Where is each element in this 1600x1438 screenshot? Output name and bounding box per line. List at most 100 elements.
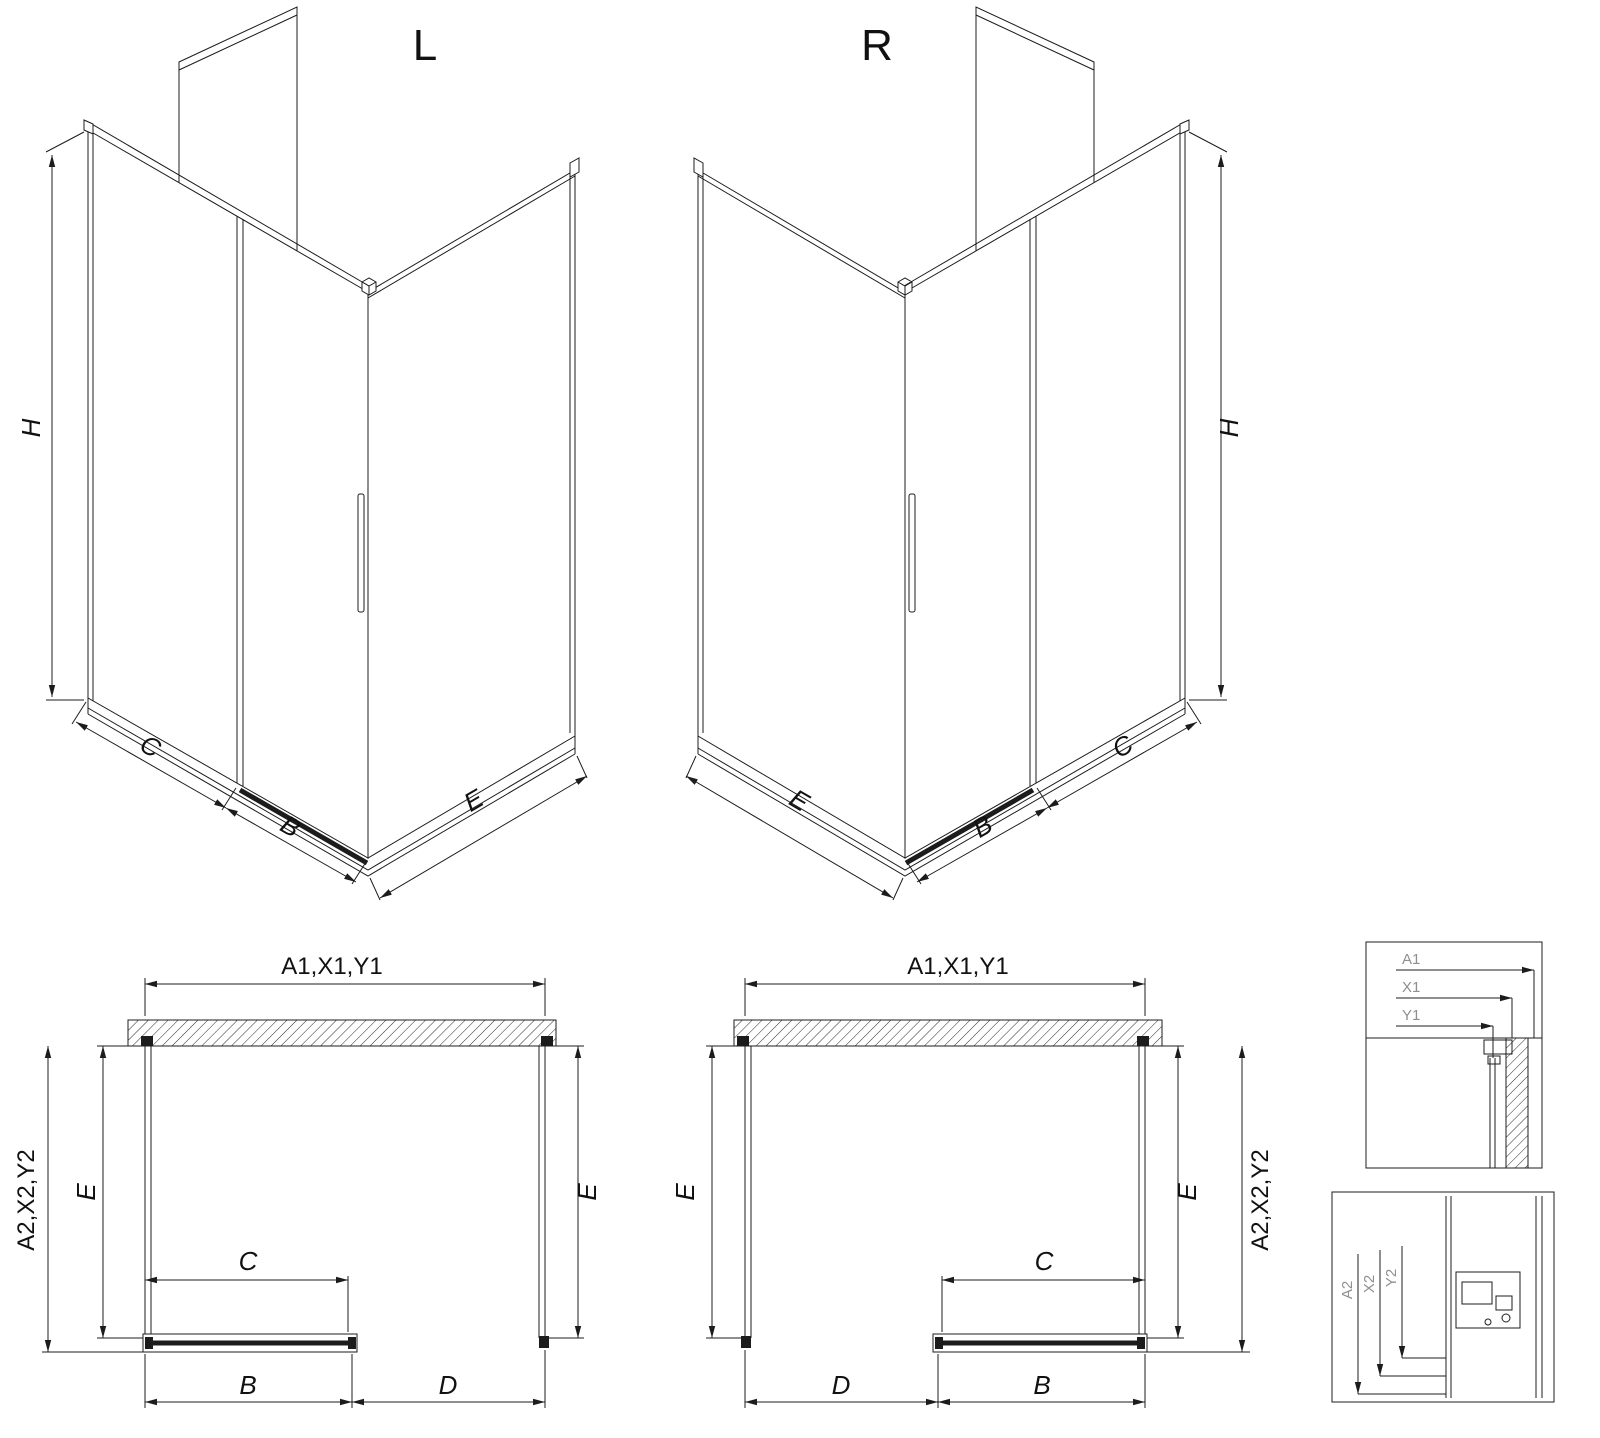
door-end-cap-right xyxy=(1137,1337,1145,1349)
door-end-cap-left xyxy=(935,1337,943,1349)
detail-frame xyxy=(1331,1191,1555,1403)
dim-label-e: E xyxy=(572,1183,602,1201)
top-rail-line xyxy=(89,122,370,287)
dim-e-right-side: E xyxy=(1143,1045,1202,1339)
profile-hardware xyxy=(1483,1039,1513,1055)
right-side-glass xyxy=(538,1046,546,1338)
dim-e-right-side: E xyxy=(547,1045,602,1339)
roller-wheel xyxy=(1501,1313,1511,1323)
detail-view-top: A1 X1 Y1 xyxy=(1365,941,1543,1169)
right-panel-top-bracket xyxy=(569,157,580,178)
glass-section-lines xyxy=(1445,1196,1452,1398)
wall-profile-left xyxy=(737,1036,749,1046)
roller-wheel-small xyxy=(1484,1318,1492,1326)
wall-profile-lines xyxy=(1535,1196,1543,1398)
iso-view-left: H C B E xyxy=(16,6,588,901)
dimension-line xyxy=(75,721,227,809)
door-handle xyxy=(908,493,916,613)
extension-lines xyxy=(369,755,588,901)
extension-lines xyxy=(144,1350,546,1408)
dim-d-b-plan: D B xyxy=(744,1350,1146,1408)
iso-view-right: H E B C xyxy=(685,6,1244,901)
dimension-line xyxy=(685,775,894,899)
dimension-line xyxy=(379,775,588,899)
dim-label-d: D xyxy=(439,1370,458,1400)
detail-label-x2: X2 xyxy=(1361,1275,1378,1293)
dim-height-left: H xyxy=(16,131,85,701)
dim-e-left-side: E xyxy=(670,1045,747,1339)
wall-section-hatched xyxy=(127,1019,557,1047)
variant-title-left: L xyxy=(413,21,437,70)
dim-height-right: H xyxy=(1188,131,1244,701)
back-panel-thickness-line xyxy=(975,14,1095,71)
right-side-glass xyxy=(1138,1046,1146,1338)
dim-y1-detail: Y1 xyxy=(1396,1007,1494,1058)
glass-section-lines xyxy=(1489,1058,1496,1168)
dim-label-b: B xyxy=(1033,1370,1050,1400)
plan-view-left: A1,X1,Y1 E A2,X2,Y2 C B D xyxy=(13,953,602,1408)
left-glass-panel xyxy=(87,129,369,859)
dim-label-h: H xyxy=(1214,418,1244,437)
detail-view-bottom: A2 X2 Y2 xyxy=(1331,1191,1555,1403)
detail-label-y2: Y2 xyxy=(1383,1269,1400,1287)
extension-lines xyxy=(97,1045,143,1339)
left-panel-top-bracket xyxy=(693,157,704,178)
dim-label-a1: A1,X1,Y1 xyxy=(907,953,1008,980)
door-handle xyxy=(357,493,365,613)
dim-c-plan: C xyxy=(941,1246,1145,1332)
door-end-cap-left xyxy=(145,1337,153,1349)
dim-a1-detail: A1 xyxy=(1396,951,1535,1038)
dim-label-c: C xyxy=(1035,1246,1054,1276)
detail-frame xyxy=(1365,941,1543,1169)
back-panel-thickness-line xyxy=(178,14,298,71)
wall-section-hatched xyxy=(1505,1037,1529,1169)
dim-a2-left: A2,X2,Y2 xyxy=(13,1046,143,1353)
dim-label-e: E xyxy=(71,1183,101,1201)
dim-a2-detail: A2 xyxy=(1339,1254,1446,1395)
dim-label-e: E xyxy=(670,1183,700,1201)
right-glass-panel xyxy=(904,129,1186,859)
dim-y2-detail: Y2 xyxy=(1383,1246,1446,1359)
wall-profile-left xyxy=(141,1036,153,1046)
dim-label-h: H xyxy=(16,418,46,437)
dim-a1-right: A1,X1,Y1 xyxy=(744,953,1146,1016)
dim-a1-left: A1,X1,Y1 xyxy=(144,953,546,1016)
dim-label-b: B xyxy=(239,1370,256,1400)
extension-lines xyxy=(1188,131,1228,701)
corner-connector xyxy=(361,277,377,296)
door-end-cap-right xyxy=(348,1337,356,1349)
profile-hardware-small xyxy=(1487,1055,1501,1065)
dim-label-a2: A2,X2,Y2 xyxy=(1247,1149,1274,1250)
left-side-glass xyxy=(744,1046,752,1338)
extension-lines xyxy=(685,755,904,901)
dim-label-d: D xyxy=(832,1370,851,1400)
rail-wall-bracket xyxy=(83,119,94,135)
top-rail-line xyxy=(903,122,1184,287)
extension-lines xyxy=(744,1350,1146,1408)
dim-label-a2: A2,X2,Y2 xyxy=(13,1149,40,1250)
extension-lines xyxy=(45,131,85,701)
dim-b-plan: B D xyxy=(144,1350,546,1408)
roller-hardware xyxy=(1455,1271,1521,1329)
left-glass-panel xyxy=(697,169,906,859)
detail-label-x1: X1 xyxy=(1402,979,1420,996)
wall-profile-right xyxy=(541,1036,553,1046)
dim-label-c: C xyxy=(239,1246,258,1276)
dim-e-left-side: E xyxy=(71,1045,143,1339)
corner-foot-left xyxy=(741,1336,751,1348)
left-panel-thickness-line xyxy=(697,175,906,299)
left-side-glass xyxy=(144,1046,152,1338)
dim-label-e: E xyxy=(1172,1183,1202,1201)
dimension-line xyxy=(1046,721,1198,809)
dim-x1-detail: X1 xyxy=(1396,979,1513,1038)
right-panel-thickness-line xyxy=(367,175,576,299)
dimension-line xyxy=(225,807,357,883)
dimension-line xyxy=(916,807,1048,883)
detail-label-a1: A1 xyxy=(1402,951,1420,968)
detail-label-a2: A2 xyxy=(1339,1281,1356,1299)
wall-profile-right xyxy=(1137,1036,1149,1046)
dim-c-plan: C xyxy=(145,1246,349,1332)
plan-view-right: A1,X1,Y1 E C D B E A2,X2,Y2 xyxy=(670,953,1274,1408)
